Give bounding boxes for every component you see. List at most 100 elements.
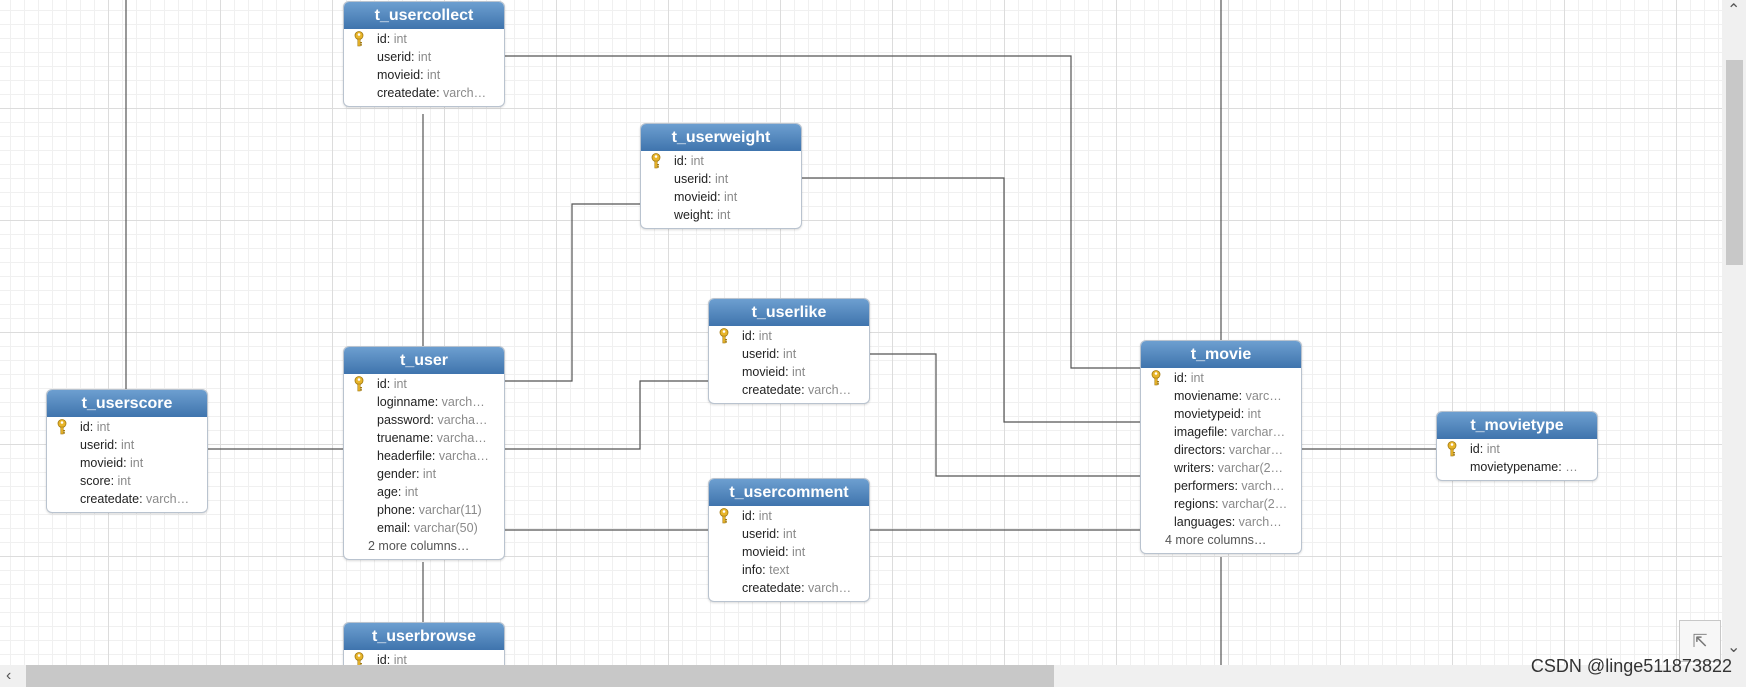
horizontal-scrollbar[interactable]: ‹	[0, 665, 1746, 687]
column-row[interactable]: createdate: varch…	[709, 381, 869, 399]
relationship-line[interactable]	[503, 203, 640, 382]
relationship-line[interactable]	[868, 353, 1140, 477]
column-row[interactable]: movieid: int	[344, 66, 504, 84]
column-row[interactable]: id: int	[344, 30, 504, 48]
column-name: id	[1174, 371, 1184, 385]
column-row[interactable]: truename: varcha…	[344, 429, 504, 447]
relationship-line[interactable]	[503, 380, 708, 450]
column-row[interactable]: userid: int	[641, 170, 801, 188]
column-row[interactable]: weight: int	[641, 206, 801, 224]
column-name: movieid	[674, 190, 718, 204]
column-separator: :	[1210, 461, 1218, 475]
column-row[interactable]: password: varcha…	[344, 411, 504, 429]
column-type: varchar(2…	[1217, 461, 1284, 475]
column-row[interactable]: phone: varchar(11)	[344, 501, 504, 519]
column-row[interactable]: writers: varchar(2…	[1141, 459, 1301, 477]
column-row[interactable]: age: int	[344, 483, 504, 501]
relationship-line[interactable]	[503, 55, 1140, 369]
column-row[interactable]: loginname: varch…	[344, 393, 504, 411]
column-row[interactable]: email: varchar(50)	[344, 519, 504, 537]
table-title[interactable]: t_movie	[1141, 341, 1301, 368]
column-row[interactable]: movieid: int	[641, 188, 801, 206]
column-type: varchar(2…	[1221, 497, 1288, 511]
column-row[interactable]: id: int	[709, 507, 869, 525]
scroll-down-icon[interactable]: ⌄	[1727, 639, 1741, 656]
vertical-scroll-thumb[interactable]	[1726, 60, 1743, 265]
table-title[interactable]: t_usercomment	[709, 479, 869, 506]
vertical-scrollbar[interactable]: ⌃ ⌄	[1722, 0, 1746, 665]
expand-arrow-icon[interactable]: ⇱	[1679, 620, 1721, 662]
column-row[interactable]: info: text	[709, 561, 869, 579]
table-title[interactable]: t_userscore	[47, 390, 207, 417]
table-title[interactable]: t_userlike	[709, 299, 869, 326]
column-row[interactable]: id: int	[1141, 369, 1301, 387]
column-row[interactable]: regions: varchar(2…	[1141, 495, 1301, 513]
table-title[interactable]: t_usercollect	[344, 2, 504, 29]
column-row[interactable]: movieid: int	[709, 543, 869, 561]
column-row[interactable]: id: int	[641, 152, 801, 170]
column-separator: :	[139, 492, 147, 506]
column-type: varch…	[1241, 479, 1285, 493]
table-title[interactable]: t_user	[344, 347, 504, 374]
column-row[interactable]: id: int	[47, 418, 207, 436]
more-columns-link[interactable]: 4 more columns…	[1165, 533, 1267, 547]
relationship-line[interactable]	[800, 177, 1140, 423]
column-name: userid	[742, 527, 777, 541]
column-row[interactable]: createdate: varch…	[709, 579, 869, 597]
column-separator: :	[123, 456, 131, 470]
scroll-up-icon[interactable]: ⌃	[1727, 2, 1741, 19]
column-row[interactable]: createdate: varch…	[344, 84, 504, 102]
column-row[interactable]: userid: int	[344, 48, 504, 66]
column-row[interactable]: id: int	[344, 375, 504, 393]
column-row[interactable]: id: int	[344, 651, 504, 665]
column-row[interactable]: createdate: varch…	[47, 490, 207, 508]
column-name: id	[742, 509, 752, 523]
table-title[interactable]: t_userweight	[641, 124, 801, 151]
column-type: varcha…	[437, 413, 488, 427]
column-row[interactable]: imagefile: varchar…	[1141, 423, 1301, 441]
column-type: int	[717, 208, 731, 222]
table-title[interactable]: t_userbrowse	[344, 623, 504, 650]
column-row[interactable]: movieid: int	[709, 363, 869, 381]
column-separator: :	[751, 509, 759, 523]
table-title[interactable]: t_movietype	[1437, 412, 1597, 439]
column-row[interactable]: userid: int	[47, 436, 207, 454]
column-separator: :	[1479, 442, 1487, 456]
column-row[interactable]: movietypeid: int	[1141, 405, 1301, 423]
scroll-left-icon[interactable]: ‹	[6, 667, 12, 684]
column-row[interactable]: score: int	[47, 472, 207, 490]
column-row[interactable]: movietypename: …	[1437, 458, 1597, 476]
column-row[interactable]: userid: int	[709, 345, 869, 363]
column-row[interactable]: directors: varchar…	[1141, 441, 1301, 459]
column-type: varchar(50)	[413, 521, 478, 535]
column-row[interactable]: id: int	[709, 327, 869, 345]
column-row[interactable]: performers: varch…	[1141, 477, 1301, 495]
column-separator: :	[762, 563, 770, 577]
column-type: int	[393, 653, 407, 665]
column-name: id	[674, 154, 684, 168]
column-name: directors	[1174, 443, 1222, 457]
horizontal-scroll-thumb[interactable]	[26, 665, 1054, 687]
column-separator: :	[751, 329, 759, 343]
primary-key-icon	[354, 31, 364, 47]
column-row[interactable]: gender: int	[344, 465, 504, 483]
column-row[interactable]: moviename: varc…	[1141, 387, 1301, 405]
column-type: varchar…	[1228, 443, 1284, 457]
column-row[interactable]: headerfile: varcha…	[344, 447, 504, 465]
more-columns-link[interactable]: 2 more columns…	[368, 539, 470, 553]
column-row[interactable]: userid: int	[709, 525, 869, 543]
column-row[interactable]: languages: varch…	[1141, 513, 1301, 531]
column-type: varch…	[146, 492, 190, 506]
column-row[interactable]: id: int	[1437, 440, 1597, 458]
column-row[interactable]: movieid: int	[47, 454, 207, 472]
